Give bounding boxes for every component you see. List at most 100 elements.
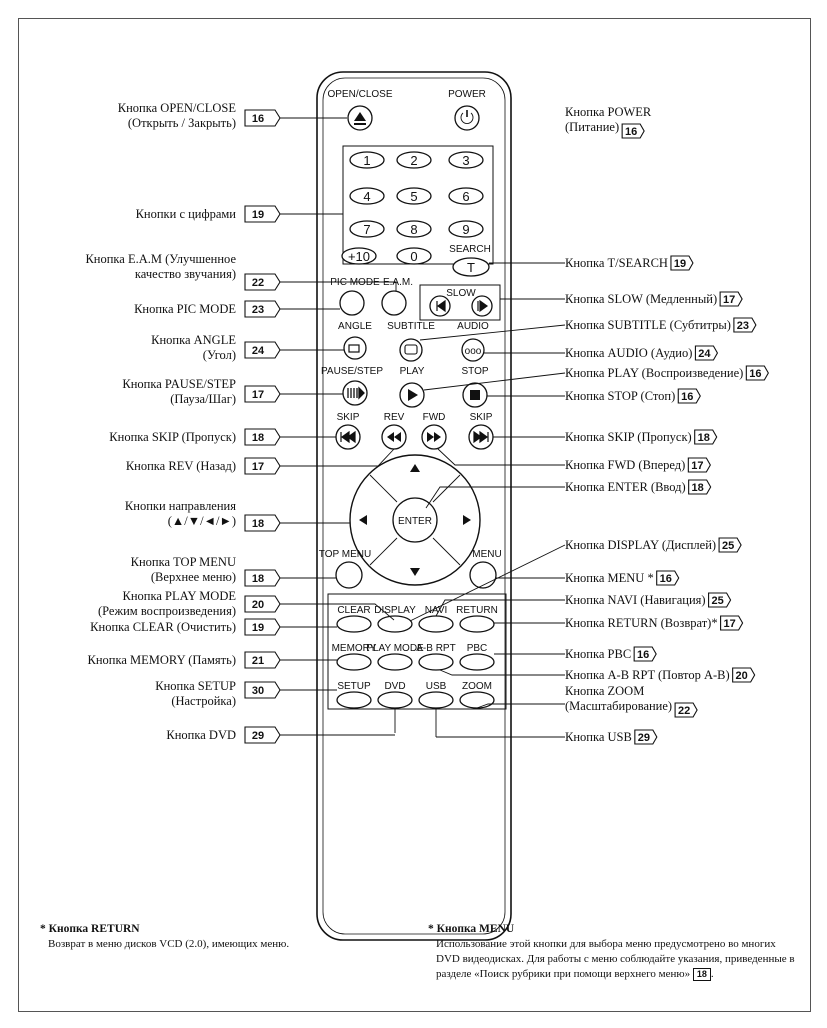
digit-button[interactable] — [349, 151, 385, 169]
open-close-label: OPEN/CLOSE — [327, 89, 392, 100]
top-menu-button[interactable] — [335, 561, 363, 589]
right-arrow-icon[interactable] — [463, 515, 471, 525]
callout-right: Кнопка SUBTITLE (Субтитры) — [565, 318, 731, 332]
note-menu-body: Использование этой кнопки для выбора мен… — [436, 938, 795, 980]
digit-button[interactable] — [349, 187, 385, 205]
lead-line — [476, 703, 565, 709]
return-label: RETURN — [456, 605, 498, 616]
callout-right-page-number: 16 — [660, 573, 672, 585]
slow-back-icon — [436, 299, 446, 313]
callout-right: Кнопка ENTER (Ввод) — [565, 480, 686, 494]
pause-step-button[interactable] — [342, 380, 368, 406]
navi-button[interactable] — [418, 615, 454, 633]
enter-button[interactable] — [392, 497, 438, 543]
power-button[interactable] — [454, 105, 480, 131]
digit-button[interactable] — [448, 151, 484, 169]
digit-button[interactable] — [341, 247, 377, 265]
clear-label: CLEAR — [337, 605, 370, 616]
setup-label: SETUP — [337, 681, 371, 692]
callout-left: Кнопка MEMORY (Память) — [88, 653, 236, 667]
up-arrow-icon[interactable] — [410, 464, 420, 472]
audio-button[interactable] — [461, 338, 485, 362]
callout-right: Кнопка USB — [565, 730, 632, 744]
memory-button[interactable] — [336, 653, 372, 671]
callout-left: Кнопка PLAY MODE — [123, 589, 237, 603]
pad-divider — [369, 537, 398, 566]
digit-button[interactable] — [396, 151, 432, 169]
digit-label: 5 — [410, 189, 417, 204]
callout-left-page-number: 18 — [252, 432, 264, 444]
skip-back-label: SKIP — [337, 412, 360, 423]
down-arrow-icon[interactable] — [410, 568, 420, 576]
callout-right-page-box — [621, 123, 645, 139]
top-menu-label: TOP MENU — [319, 549, 371, 560]
callout-right-page-number: 18 — [692, 482, 704, 494]
lead-line — [439, 669, 565, 676]
callout-right-page-number: 25 — [711, 595, 723, 607]
subtitle-label: SUBTITLE — [387, 321, 435, 332]
pic-mode-button[interactable] — [339, 290, 365, 316]
lead-line — [423, 372, 566, 391]
menu-button[interactable] — [469, 561, 497, 589]
lead-line — [280, 603, 395, 621]
dvd-label: DVD — [384, 681, 405, 692]
callout-right-page-box — [708, 592, 732, 608]
display-label: DISPLAY — [374, 605, 416, 616]
callout-right-page-number: 19 — [674, 258, 686, 270]
digit-button[interactable] — [396, 187, 432, 205]
digit-button[interactable] — [448, 220, 484, 238]
t-search-button[interactable] — [452, 257, 490, 277]
digit-label: 1 — [363, 153, 370, 168]
setup-button[interactable] — [336, 691, 372, 709]
callout-right-page-number: 16 — [625, 126, 637, 138]
callout-left: (Угол) — [203, 348, 236, 362]
callout-right-page-box — [633, 646, 657, 662]
audio-icon: ooo — [465, 346, 482, 357]
camera-icon — [348, 344, 360, 353]
remote-inner-edge — [322, 77, 506, 935]
callout-left-page-box — [244, 514, 281, 532]
return-button[interactable] — [459, 615, 495, 633]
ab-rpt-button[interactable] — [418, 653, 454, 671]
callout-right-page-number: 17 — [691, 460, 703, 472]
angle-label: ANGLE — [338, 321, 372, 332]
eject-bar-icon — [354, 123, 366, 125]
digit-label: 8 — [410, 222, 417, 237]
lead-line — [280, 448, 395, 467]
usb-button[interactable] — [418, 691, 454, 709]
clear-button[interactable] — [336, 615, 372, 633]
digit-button[interactable] — [349, 220, 385, 238]
search-label: SEARCH — [449, 244, 491, 255]
angle-button[interactable] — [343, 336, 367, 360]
pbc-button[interactable] — [459, 653, 495, 671]
digit-button[interactable] — [448, 187, 484, 205]
callout-right: Кнопка MENU * — [565, 571, 654, 585]
callout-right: Кнопка DISPLAY (Дисплей) — [565, 538, 716, 552]
callout-right: Кнопка T/SEARCH — [565, 256, 668, 270]
digit-button[interactable] — [396, 247, 432, 265]
play-mode-button[interactable] — [377, 653, 413, 671]
left-arrow-icon[interactable] — [359, 515, 367, 525]
fwd-label: FWD — [423, 412, 446, 423]
callout-left-page-box — [244, 428, 281, 446]
usb-label: USB — [426, 681, 447, 692]
display-button[interactable] — [377, 615, 413, 633]
digit-label: +10 — [348, 249, 370, 264]
callout-right-page-number: 25 — [722, 540, 734, 552]
slow-forward-icon — [477, 299, 489, 313]
callout-left-page-box — [244, 681, 281, 699]
note-return: * Кнопка RETURN Возврат в меню дисков VC… — [40, 922, 380, 952]
callout-right: (Питание) — [565, 120, 619, 134]
play-icon — [408, 389, 418, 401]
zoom-button[interactable] — [459, 691, 495, 709]
digit-button[interactable] — [396, 220, 432, 238]
callout-left-page-number: 17 — [252, 461, 264, 473]
callout-right-page-box — [733, 317, 757, 333]
subtitle-button[interactable] — [399, 338, 423, 362]
dvd-button[interactable] — [377, 691, 413, 709]
enter-label: ENTER — [398, 516, 432, 527]
callout-right-page-number: 22 — [678, 705, 690, 717]
pbc-label: PBC — [467, 643, 488, 654]
eam-button[interactable] — [381, 290, 407, 316]
bottom-panel — [327, 593, 507, 710]
